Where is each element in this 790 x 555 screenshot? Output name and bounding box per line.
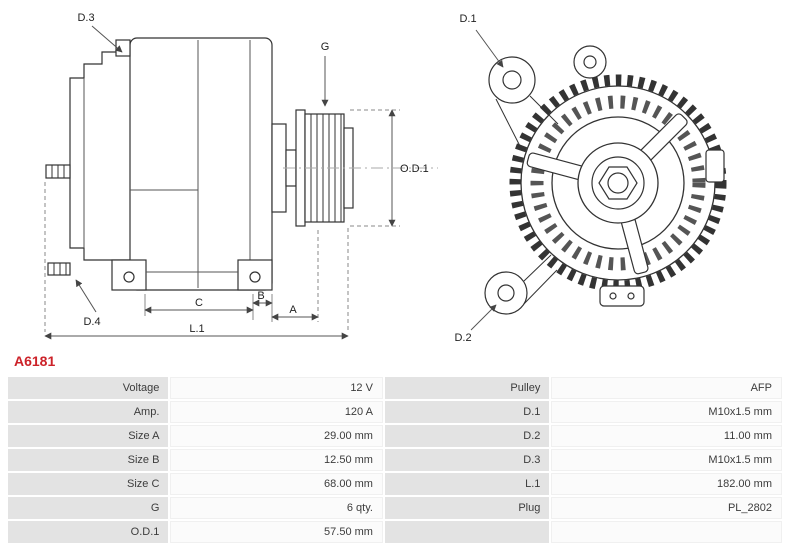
alternator-technical-drawing: D.3 G O.D.1 D.4 C B A L.1: [44, 12, 727, 344]
table-row: Voltage 12 V Pulley AFP: [8, 377, 782, 399]
table-row: Size C 68.00 mm L.1 182.00 mm: [8, 473, 782, 495]
table-row: Amp. 120 A D.1 M10x1.5 mm: [8, 401, 782, 423]
spec-value: 182.00 mm: [551, 473, 782, 495]
spec-value: 29.00 mm: [170, 425, 383, 447]
spec-value: 11.00 mm: [551, 425, 782, 447]
spec-label: L.1: [384, 473, 550, 495]
spec-label: G: [8, 497, 169, 519]
spec-label: D.2: [384, 425, 550, 447]
part-number-link[interactable]: A6181: [14, 353, 56, 369]
dim-label-d4: D.4: [83, 316, 100, 328]
dim-label-a: A: [289, 304, 297, 316]
dim-label-g: G: [321, 41, 330, 53]
spec-value: 12 V: [170, 377, 383, 399]
spec-label: Size B: [8, 449, 169, 471]
spec-label: D.3: [384, 449, 550, 471]
spec-label: Voltage: [8, 377, 169, 399]
spec-value: 120 A: [170, 401, 383, 423]
spec-label: Size A: [8, 425, 169, 447]
side-view-drawing: [45, 37, 354, 291]
table-row: Size A 29.00 mm D.2 11.00 mm: [8, 425, 782, 447]
dim-label-od1: O.D.1: [400, 163, 429, 175]
spec-value: AFP: [551, 377, 782, 399]
spec-label: Amp.: [8, 401, 169, 423]
dim-label-l1: L.1: [189, 323, 204, 335]
table-row: Size B 12.50 mm D.3 M10x1.5 mm: [8, 449, 782, 471]
spec-label: D.1: [384, 401, 550, 423]
dim-label-c: C: [195, 297, 203, 309]
dim-label-d1: D.1: [459, 13, 476, 25]
dim-label-b: B: [257, 290, 264, 302]
table-row: O.D.1 57.50 mm: [8, 521, 782, 543]
spec-value: PL_2802: [551, 497, 782, 519]
spec-label: O.D.1: [8, 521, 169, 543]
spec-label: [384, 521, 550, 543]
spec-value: [551, 521, 782, 543]
spec-label: Pulley: [384, 377, 550, 399]
technical-drawing-area: D.3 G O.D.1 D.4 C B A L.1: [44, 12, 727, 344]
table-row: G 6 qty. Plug PL_2802: [8, 497, 782, 519]
front-view-drawing: [484, 45, 727, 315]
side-view-dimensions: [44, 25, 400, 340]
spec-value: M10x1.5 mm: [551, 401, 782, 423]
spec-value: 57.50 mm: [170, 521, 383, 543]
spec-value: M10x1.5 mm: [551, 449, 782, 471]
spec-table: Voltage 12 V Pulley AFP Amp. 120 A D.1 M…: [6, 375, 784, 545]
spec-label: Plug: [384, 497, 550, 519]
spec-value: 68.00 mm: [170, 473, 383, 495]
front-view-dimensions: [470, 29, 504, 331]
dim-label-d2: D.2: [454, 332, 471, 344]
dim-label-d3: D.3: [77, 12, 94, 24]
spec-value: 6 qty.: [170, 497, 383, 519]
spec-label: Size C: [8, 473, 169, 495]
spec-value: 12.50 mm: [170, 449, 383, 471]
